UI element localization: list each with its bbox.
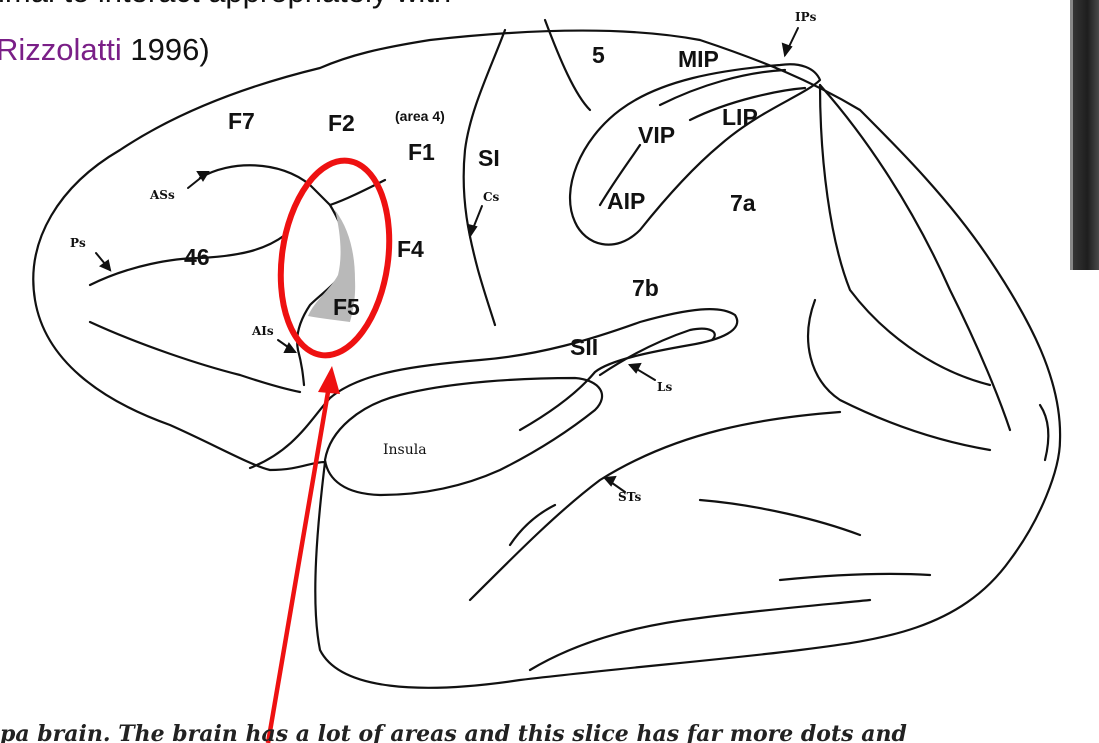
- label-7a: 7a: [730, 190, 756, 217]
- label-vip: VIP: [638, 122, 675, 149]
- label-cs: Cs: [483, 190, 499, 204]
- label-sii: SII: [570, 334, 598, 361]
- label-ips: IPs: [795, 10, 816, 24]
- occipital-line: [1040, 405, 1048, 460]
- annotation-pointer-line: [268, 392, 328, 743]
- label-ls: Ls: [657, 380, 672, 394]
- arcuate-sulcus: [200, 165, 385, 205]
- label-ass: ASs: [150, 188, 175, 202]
- label-mip: MIP: [678, 46, 719, 73]
- annotation-pointer-head: [318, 366, 340, 394]
- superior-temporal-sulcus: [470, 412, 840, 600]
- label-f7: F7: [228, 108, 255, 135]
- temporal-line-2: [530, 600, 870, 670]
- posterior-line-2: [820, 85, 990, 385]
- temporal-line-3: [700, 500, 860, 535]
- figure-caption-text: pa brain. The brain has a lot of areas a…: [0, 721, 907, 743]
- label-si: SI: [478, 145, 500, 172]
- insula-outline: [325, 378, 602, 495]
- f5-highlight-circle: [269, 154, 401, 363]
- arrow-ps-head: [101, 261, 110, 270]
- label-insula: Insula: [383, 442, 427, 458]
- temporal-line-4: [780, 574, 930, 580]
- label-lip: LIP: [722, 104, 758, 131]
- label-f2: F2: [328, 110, 355, 137]
- label-7b: 7b: [632, 275, 659, 302]
- label-5: 5: [592, 42, 605, 69]
- figure-caption: pa brain. The brain has a lot of areas a…: [0, 718, 1099, 743]
- arrow-cs-head: [468, 225, 476, 236]
- dorsal-line: [545, 20, 590, 110]
- label-46: 46: [184, 244, 210, 271]
- mip-line: [660, 70, 785, 105]
- label-f4: F4: [397, 236, 424, 263]
- central-sulcus: [464, 30, 505, 325]
- label-ps: Ps: [70, 236, 86, 250]
- label-aip: AIP: [607, 188, 645, 215]
- posterior-line-3: [808, 300, 990, 450]
- label-ais: AIs: [252, 324, 274, 338]
- label-f1: F1: [408, 139, 435, 166]
- arrow-ips-head: [783, 44, 791, 55]
- label-sts: STs: [618, 490, 641, 504]
- label-area4: (area 4): [395, 108, 445, 124]
- label-f5: F5: [333, 294, 360, 321]
- posterior-line-1: [820, 85, 1010, 430]
